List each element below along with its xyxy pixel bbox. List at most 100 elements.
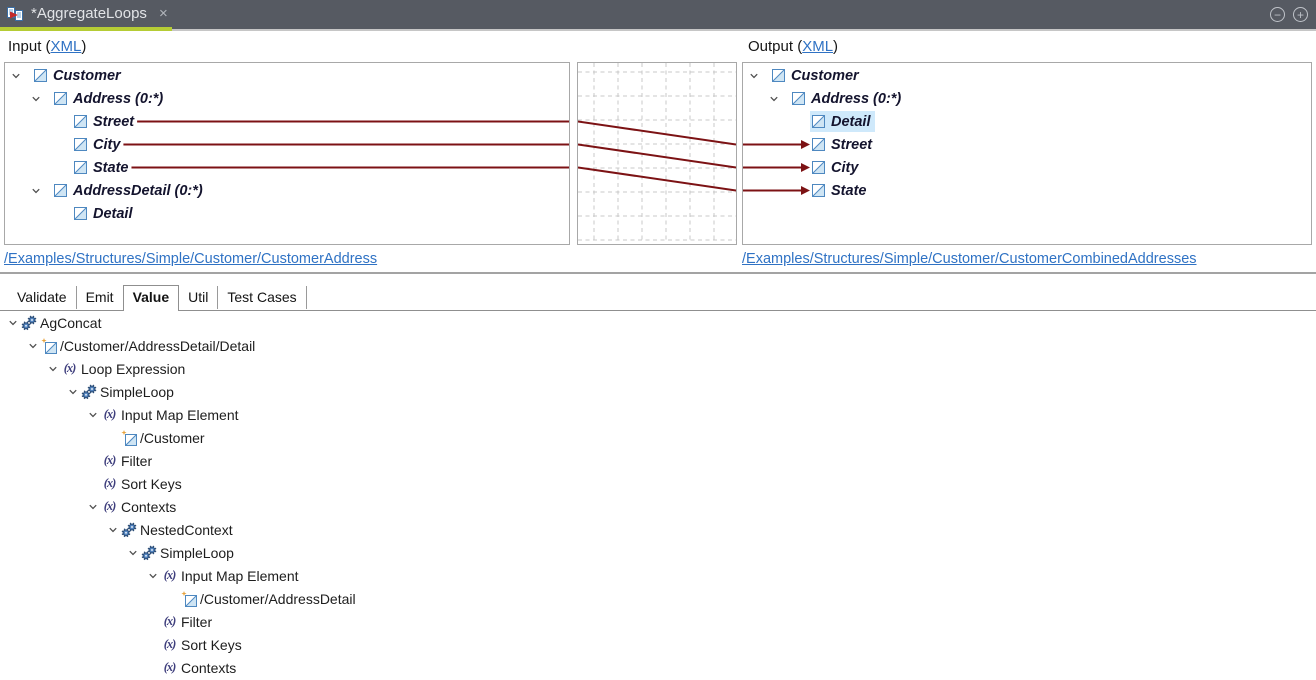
value-tree-row[interactable]: (x)Sort Keys: [0, 472, 1316, 495]
tab-value[interactable]: Value: [122, 285, 180, 311]
value-tree-row[interactable]: /Customer/AddressDetail: [0, 587, 1316, 610]
tree-row[interactable]: Detail: [743, 110, 1311, 133]
value-tree-item[interactable]: NestedContext: [121, 519, 233, 540]
value-tree-item[interactable]: (x)Filter: [101, 450, 152, 471]
maximize-button[interactable]: +: [1293, 7, 1308, 22]
value-tree-item[interactable]: (x)Input Map Element: [101, 404, 239, 425]
tree-item[interactable]: State: [72, 157, 132, 178]
tree-row[interactable]: Address (0:*): [743, 87, 1311, 110]
tab-util[interactable]: Util: [179, 286, 219, 309]
connection-line[interactable]: [578, 166, 736, 192]
tree-item-label: Street: [831, 136, 873, 153]
tree-row[interactable]: Customer: [743, 64, 1311, 87]
value-tree-item[interactable]: /Customer: [121, 427, 205, 448]
chevron-down-icon[interactable]: [11, 71, 21, 81]
value-tree-item-label: Filter: [121, 452, 153, 469]
value-tree-row[interactable]: (x)Input Map Element: [0, 403, 1316, 426]
value-tree-row[interactable]: /Customer/AddressDetail/Detail: [0, 334, 1316, 357]
chevron-down-icon[interactable]: [108, 525, 118, 535]
chevron-down-icon[interactable]: [31, 94, 41, 104]
connection-line[interactable]: [578, 120, 736, 146]
value-tree-row[interactable]: (x)Input Map Element: [0, 564, 1316, 587]
value-tree-item[interactable]: (x)Contexts: [161, 657, 237, 678]
chevron-down-icon[interactable]: [88, 502, 98, 512]
value-tree-row[interactable]: AgConcat: [0, 311, 1316, 334]
tree-item[interactable]: City: [72, 134, 124, 155]
value-tree-item[interactable]: (x)Loop Expression: [61, 358, 186, 379]
connection-line[interactable]: [578, 143, 736, 169]
tree-item[interactable]: Customer: [32, 65, 125, 86]
value-tree-row[interactable]: SimpleLoop: [0, 380, 1316, 403]
expression-icon: (x): [103, 476, 117, 490]
value-tree-item[interactable]: (x)Sort Keys: [161, 634, 242, 655]
value-tree-item[interactable]: (x)Filter: [161, 611, 212, 632]
paren: (: [45, 38, 51, 55]
tree-item[interactable]: Customer: [770, 65, 863, 86]
tree-row[interactable]: City: [5, 133, 569, 156]
tree-row[interactable]: Street: [5, 110, 569, 133]
minimize-button[interactable]: −: [1270, 7, 1285, 22]
value-tree-row[interactable]: /Customer: [0, 426, 1316, 449]
tree-row[interactable]: City: [743, 156, 1311, 179]
xml-element-icon: [772, 69, 785, 82]
value-tree-item[interactable]: SimpleLoop: [141, 542, 234, 563]
value-tree-item-label: SimpleLoop: [160, 544, 234, 561]
tree-row[interactable]: Address (0:*): [5, 87, 569, 110]
tab-aggregateloops[interactable]: *AggregateLoops ×: [0, 0, 172, 27]
tab-emit[interactable]: Emit: [77, 286, 124, 309]
value-tree-item[interactable]: SimpleLoop: [81, 381, 174, 402]
value-tree-row[interactable]: NestedContext: [0, 518, 1316, 541]
output-xml-link[interactable]: XML: [802, 38, 834, 55]
tree-row[interactable]: Customer: [5, 64, 569, 87]
chevron-down-icon[interactable]: [48, 364, 58, 374]
chevron-down-icon[interactable]: [148, 571, 158, 581]
chevron-down-icon[interactable]: [749, 71, 759, 81]
tree-row[interactable]: State: [5, 156, 569, 179]
chevron-down-icon[interactable]: [769, 94, 779, 104]
value-tree-row[interactable]: (x) Contexts: [0, 495, 1316, 518]
tree-item[interactable]: City: [810, 157, 862, 178]
tree-row[interactable]: Detail: [5, 202, 569, 225]
tree-row[interactable]: AddressDetail (0:*): [5, 179, 569, 202]
input-header: Input (XML): [8, 38, 86, 55]
tree-item[interactable]: Street: [810, 134, 876, 155]
tree-item[interactable]: AddressDetail (0:*): [52, 180, 207, 201]
chevron-down-icon[interactable]: [28, 341, 38, 351]
selected-tree-item[interactable]: Detail: [810, 111, 875, 132]
value-tree-item[interactable]: /Customer/AddressDetail/Detail: [41, 335, 255, 356]
tree-item[interactable]: Street: [72, 111, 138, 132]
value-tree-item[interactable]: (x)Sort Keys: [101, 473, 182, 494]
tree-item[interactable]: State: [810, 180, 870, 201]
value-tree-item[interactable]: AgConcat: [21, 312, 101, 333]
tree-item-label: Detail: [831, 113, 871, 130]
output-structure-link[interactable]: /Examples/Structures/Simple/Customer/Cus…: [742, 251, 1197, 267]
value-tree-row[interactable]: (x)Contexts: [0, 656, 1316, 679]
value-tree-row[interactable]: (x)Filter: [0, 610, 1316, 633]
tree-row[interactable]: State: [743, 179, 1311, 202]
value-tree-row[interactable]: SimpleLoop: [0, 541, 1316, 564]
expression-icon: (x): [103, 499, 117, 513]
tab-validate[interactable]: Validate: [8, 286, 77, 309]
tree-row[interactable]: Street: [743, 133, 1311, 156]
value-tree-item-label: Contexts: [121, 498, 177, 515]
tree-item[interactable]: Address (0:*): [790, 88, 905, 109]
value-tree-item[interactable]: /Customer/AddressDetail: [181, 588, 356, 609]
value-tree-item[interactable]: (x)Input Map Element: [161, 565, 299, 586]
value-tree-row[interactable]: (x)Filter: [0, 449, 1316, 472]
chevron-down-icon[interactable]: [88, 410, 98, 420]
value-tree-item[interactable]: (x) Contexts: [101, 496, 177, 517]
tab-close-icon[interactable]: ×: [158, 5, 168, 22]
tab-test-cases[interactable]: Test Cases: [218, 286, 307, 309]
tab-bar-divider: [172, 29, 1316, 31]
chevron-down-icon[interactable]: [31, 186, 41, 196]
tree-item[interactable]: Detail: [72, 203, 137, 224]
value-tree-row[interactable]: (x)Sort Keys: [0, 633, 1316, 656]
input-xml-link[interactable]: XML: [50, 38, 82, 55]
tree-item[interactable]: Address (0:*): [52, 88, 167, 109]
value-tree-row[interactable]: (x)Loop Expression: [0, 357, 1316, 380]
splitter-sash[interactable]: [0, 272, 1316, 274]
input-structure-link[interactable]: /Examples/Structures/Simple/Customer/Cus…: [4, 251, 378, 267]
chevron-down-icon[interactable]: [8, 318, 18, 328]
chevron-down-icon[interactable]: [128, 548, 138, 558]
chevron-down-icon[interactable]: [68, 387, 78, 397]
